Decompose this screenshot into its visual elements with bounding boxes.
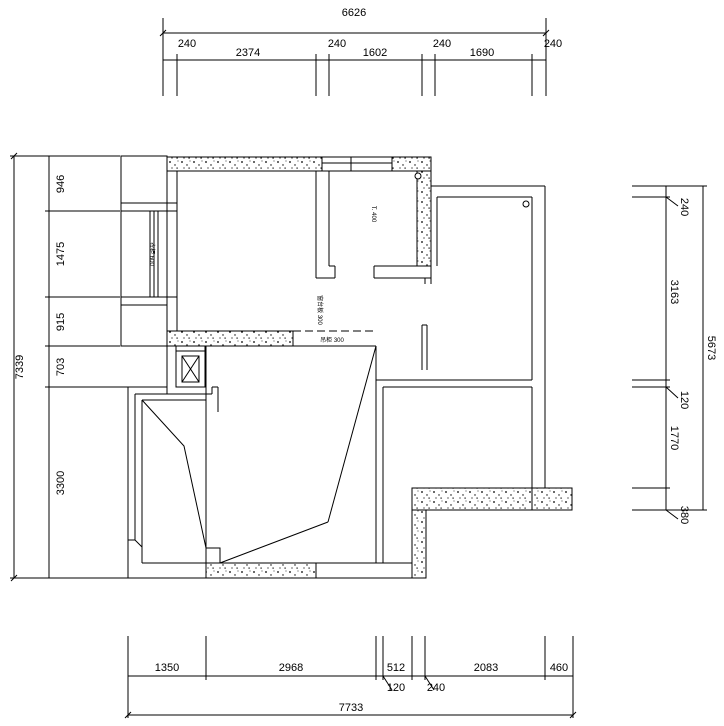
annotation-label-c: 吊柜 300 (320, 336, 344, 344)
bottom-dim-3: 512 (387, 662, 405, 674)
right-dim-5: 380 (678, 506, 690, 524)
left-dim-4: 703 (55, 358, 67, 376)
bottom-dim-1: 1350 (155, 662, 179, 674)
fixture-circle-2 (522, 200, 530, 208)
annotation-label-d: 衣柜 600 (148, 242, 156, 266)
top-dim-4: 1602 (363, 47, 387, 59)
right-dimension-chain (632, 185, 707, 520)
left-dim-1: 946 (55, 175, 67, 193)
bottom-dim-4: 2083 (474, 662, 498, 674)
left-dim-2: 1475 (55, 242, 67, 266)
top-dim-7: 240 (544, 38, 562, 50)
top-total-dim: 6626 (342, 7, 366, 19)
left-dim-3: 915 (55, 313, 67, 331)
top-dimension-chain (159, 18, 550, 96)
annotation-label-a: T. 400 (370, 206, 376, 223)
bottom-dimension-chain (124, 636, 577, 719)
right-dim-2: 3163 (668, 280, 680, 304)
left-dim-5: 3300 (55, 471, 67, 495)
right-total-dim: 5673 (705, 336, 717, 360)
annotation-label-b: 窗台板 300 (316, 295, 324, 325)
right-dim-1: 240 (678, 198, 690, 216)
bottom-total-dim: 7733 (339, 702, 363, 714)
top-dim-3: 240 (328, 38, 346, 50)
top-dim-1: 240 (178, 38, 196, 50)
bottom-dim-2: 2968 (279, 662, 303, 674)
fixture-circle-1 (414, 172, 422, 180)
plan-lines (120, 155, 546, 579)
left-dimension-chain (10, 152, 130, 582)
bottom-sub-dim-2: 240 (427, 682, 445, 694)
top-dim-5: 240 (433, 38, 451, 50)
left-total-dim: 7339 (14, 355, 26, 379)
right-dim-3: 120 (678, 391, 690, 409)
bottom-dim-5: 460 (550, 662, 568, 674)
top-dim-2: 2374 (236, 47, 260, 59)
concrete-walls (166, 156, 573, 579)
right-dim-4: 1770 (668, 426, 680, 450)
top-dim-6: 1690 (470, 47, 494, 59)
bottom-sub-dim-1: 120 (387, 682, 405, 694)
